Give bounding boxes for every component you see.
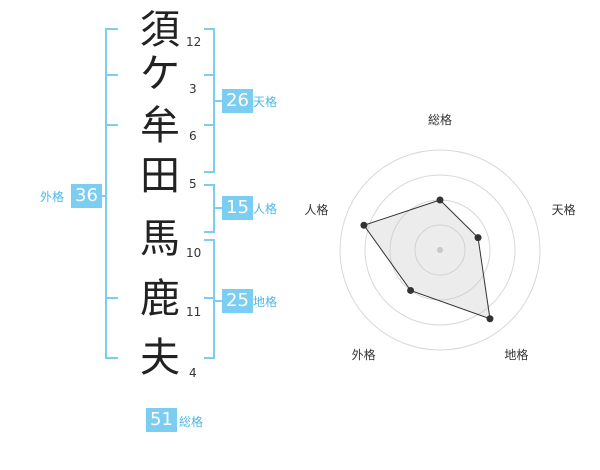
stroke-count-1: 12 xyxy=(186,35,202,49)
radar-center-dot xyxy=(437,247,443,253)
jinkaku-value-badge: 15 xyxy=(222,196,253,220)
name-char-2: ケ xyxy=(140,51,180,97)
radar-axis-label-3: 地格 xyxy=(504,348,529,363)
radar-axis-label-4: 外格 xyxy=(351,348,376,363)
tenkaku-label: 天格 xyxy=(253,95,278,109)
stroke-count-7: 4 xyxy=(189,366,197,380)
name-char-7: 夫 xyxy=(140,335,180,381)
chikaku-value-badge: 25 xyxy=(222,289,253,313)
stroke-count-2: 3 xyxy=(189,82,197,96)
gaikaku-bracket xyxy=(105,28,118,359)
name-char-6: 鹿 xyxy=(140,276,180,322)
stroke-count-4: 5 xyxy=(189,177,197,191)
radar-axis-label-1: 総格 xyxy=(427,113,453,127)
radar-ring xyxy=(339,149,541,351)
name-char-5: 馬 xyxy=(140,216,180,262)
stroke-count-6: 11 xyxy=(186,305,202,319)
gaikaku-value-badge: 36 xyxy=(71,184,102,208)
chikaku-label: 地格 xyxy=(253,295,278,309)
radar-point-5 xyxy=(360,221,368,229)
radar-point-4 xyxy=(407,286,415,294)
radar-point-1 xyxy=(436,196,444,204)
radar-point-2 xyxy=(474,234,482,242)
stroke-count-5: 10 xyxy=(186,246,202,260)
radar-axis-label-5: 人格 xyxy=(304,202,329,217)
name-char-1: 須 xyxy=(140,7,180,53)
name-char-3: 牟 xyxy=(140,103,180,149)
radar-ring xyxy=(414,224,466,276)
stroke-count-3: 6 xyxy=(189,129,197,143)
radar-ring xyxy=(364,174,516,326)
tenkaku-value-badge: 26 xyxy=(222,89,253,113)
radar-axis-label-2: 天格 xyxy=(551,202,576,217)
gaikaku-label: 外格 xyxy=(40,190,65,204)
radar-series-polygon xyxy=(363,199,491,320)
jinkaku-label: 人格 xyxy=(253,202,278,216)
radar-point-3 xyxy=(486,315,494,323)
name-char-4: 田 xyxy=(140,153,180,199)
soukaku-value-badge: 51 xyxy=(146,408,177,432)
soukaku-label: 総格 xyxy=(179,415,204,429)
